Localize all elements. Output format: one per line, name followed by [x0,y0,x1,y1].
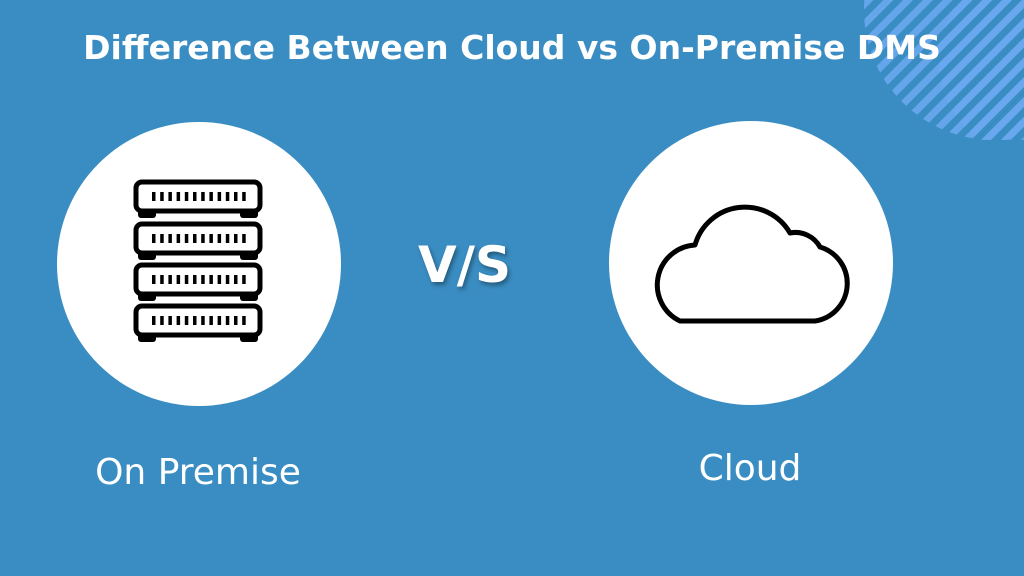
server-rack-icon [133,179,263,342]
decorative-stripes [864,0,1024,140]
cloud-icon [654,204,850,324]
page-title: Difference Between Cloud vs On-Premise D… [83,28,941,67]
on-premise-label: On Premise [95,452,301,493]
versus-label: V/S [418,236,511,294]
cloud-label: Cloud [698,448,802,489]
cloud-circle [609,121,893,405]
